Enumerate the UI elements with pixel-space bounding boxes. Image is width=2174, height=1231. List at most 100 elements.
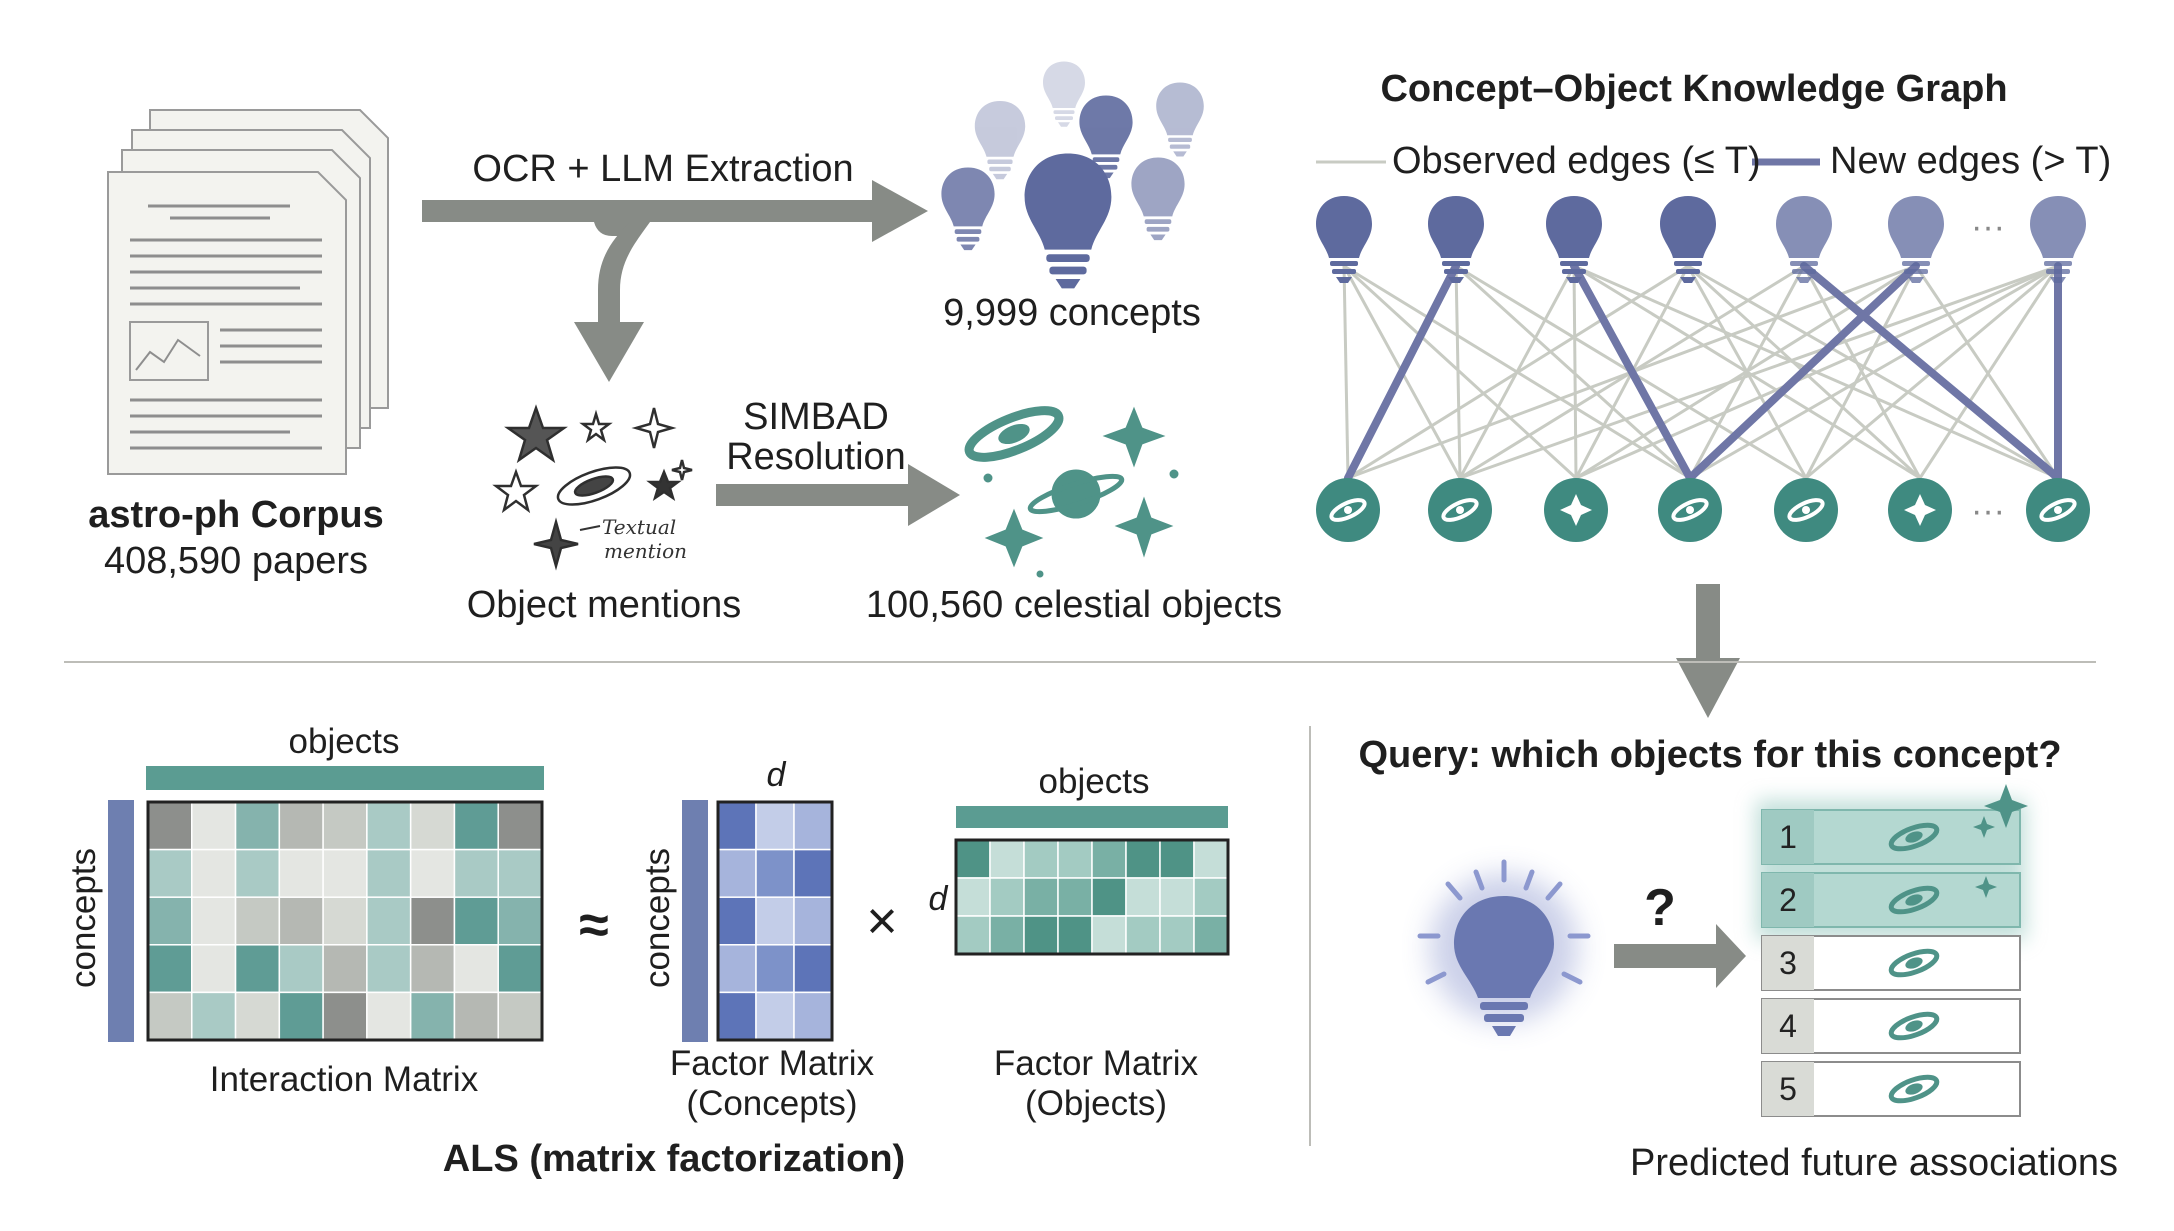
galaxy-icon	[556, 466, 632, 506]
simbad-label-line2: Resolution	[726, 436, 906, 478]
matrix-cell	[755, 991, 795, 1041]
ranking-caption: Predicted future associations	[1630, 1142, 2118, 1184]
factor-concepts-label: concepts	[638, 847, 677, 989]
matrix-cell	[989, 839, 1025, 879]
matrix-cell	[1125, 839, 1161, 879]
rank-number-cell	[1762, 873, 1814, 927]
observed-edge	[1918, 265, 2060, 479]
observed-edge	[1343, 264, 1691, 480]
graph-ellipsis: ···	[1971, 208, 2005, 246]
matrix-cell	[278, 944, 324, 994]
galaxy-icon	[1888, 822, 1940, 852]
sparkle-icon	[671, 459, 693, 481]
matrix-cell	[453, 991, 499, 1041]
matrix-cell	[1057, 839, 1093, 879]
matrix-cell	[409, 944, 456, 994]
matrix-cell	[366, 944, 412, 994]
matrix-cell	[191, 944, 237, 994]
corpus-title: astro-ph Corpus	[88, 494, 384, 536]
factor-objects-objects-label: objects	[1038, 762, 1150, 801]
galaxy-icon	[1888, 948, 1940, 978]
query-lightbulb-icon	[1417, 859, 1591, 1036]
matrix-cell	[955, 915, 991, 955]
matrix-cell	[497, 848, 543, 898]
rank-number-cell	[1762, 810, 1814, 864]
extraction-label: OCR + LLM Extraction	[472, 148, 854, 190]
matrix-cell	[1023, 839, 1059, 879]
matrix-cell	[497, 944, 543, 994]
matrix-cell	[1193, 877, 1229, 917]
extraction-arrow	[422, 180, 928, 242]
matrix-cell	[234, 944, 281, 994]
corpus-count: 408,590 papers	[103, 540, 369, 582]
matrix-cell	[755, 801, 795, 851]
matrix-cell	[717, 896, 757, 946]
galaxy-icon	[1316, 478, 1380, 542]
times-symbol: ×	[866, 891, 898, 951]
lightbulb-icon	[1024, 153, 1112, 289]
rank-number-cell	[1762, 1062, 1814, 1116]
matrix-cell	[409, 801, 456, 851]
observed-edge	[1573, 264, 2059, 480]
observed-edge	[1804, 265, 1918, 479]
matrix-cell	[278, 991, 324, 1041]
mention-note: mention	[604, 539, 687, 563]
galaxy-icon	[1888, 1074, 1940, 1104]
matrix-cell	[453, 801, 499, 851]
observed-edge	[1454, 265, 1462, 479]
interaction-matrix-caption: Interaction Matrix	[209, 1060, 479, 1099]
matrix-cell	[717, 944, 757, 994]
new-edge	[1344, 262, 1460, 482]
ranking-row: 2	[1761, 872, 2021, 928]
matrix-cell	[366, 896, 412, 946]
simbad-label-line1: SIMBAD	[743, 396, 889, 438]
rank-number: 1	[1779, 819, 1797, 855]
galaxy-icon	[964, 406, 1064, 462]
matrix-cell	[1159, 839, 1195, 879]
factor-objects-caption-line1: Factor Matrix	[993, 1044, 1199, 1083]
graph-to-query-arrow	[1676, 584, 1740, 718]
matrix-cell	[278, 848, 324, 898]
sparkle-icon	[1973, 784, 2028, 898]
matrix-cell	[1023, 915, 1059, 955]
matrix-cell	[497, 801, 543, 851]
observed-edge	[1689, 264, 2059, 480]
matrix-cell	[409, 896, 456, 946]
matrix-cell	[453, 848, 499, 898]
new-edge	[1570, 262, 1694, 482]
galaxy-icon	[1774, 478, 1838, 542]
rank-number-cell	[1762, 999, 1814, 1053]
lightbulb-icon	[1131, 157, 1185, 241]
matrix-cell	[409, 991, 456, 1041]
new-edge	[1686, 262, 1920, 482]
matrix-cell	[147, 848, 193, 898]
factor-concepts-d-label: d	[766, 756, 786, 794]
lightbulb-icon	[1776, 196, 1832, 283]
sparkle-icon	[533, 517, 579, 571]
matrix-cell	[1091, 915, 1127, 955]
matrix-cell	[366, 848, 412, 898]
celestial-objects-label: 100,560 celestial objects	[865, 584, 1283, 626]
lightbulb-icon	[2030, 196, 2086, 283]
matrix-cell	[1057, 915, 1093, 955]
approx-symbol: ≈	[579, 895, 609, 955]
matrix-cell	[278, 801, 324, 851]
star-icon	[579, 409, 613, 444]
matrix-cell	[191, 801, 237, 851]
legend-observed-label: Observed edges (≤ T)	[1392, 140, 1761, 182]
matrix-cell	[755, 848, 795, 898]
lightbulb-icon	[1888, 196, 1944, 283]
lightbulb-icon	[1043, 61, 1085, 127]
matrix-cell	[366, 991, 412, 1041]
star-icon	[492, 468, 540, 514]
matrix-cell	[453, 896, 499, 946]
galaxy-icon	[1658, 478, 1722, 542]
matrix-cell	[1193, 915, 1229, 955]
matrix-cell	[793, 848, 833, 898]
interaction-matrix-border	[146, 800, 544, 1042]
matrix-cell	[793, 896, 833, 946]
galaxy-icon	[2026, 478, 2090, 542]
matrix-cell	[793, 944, 833, 994]
